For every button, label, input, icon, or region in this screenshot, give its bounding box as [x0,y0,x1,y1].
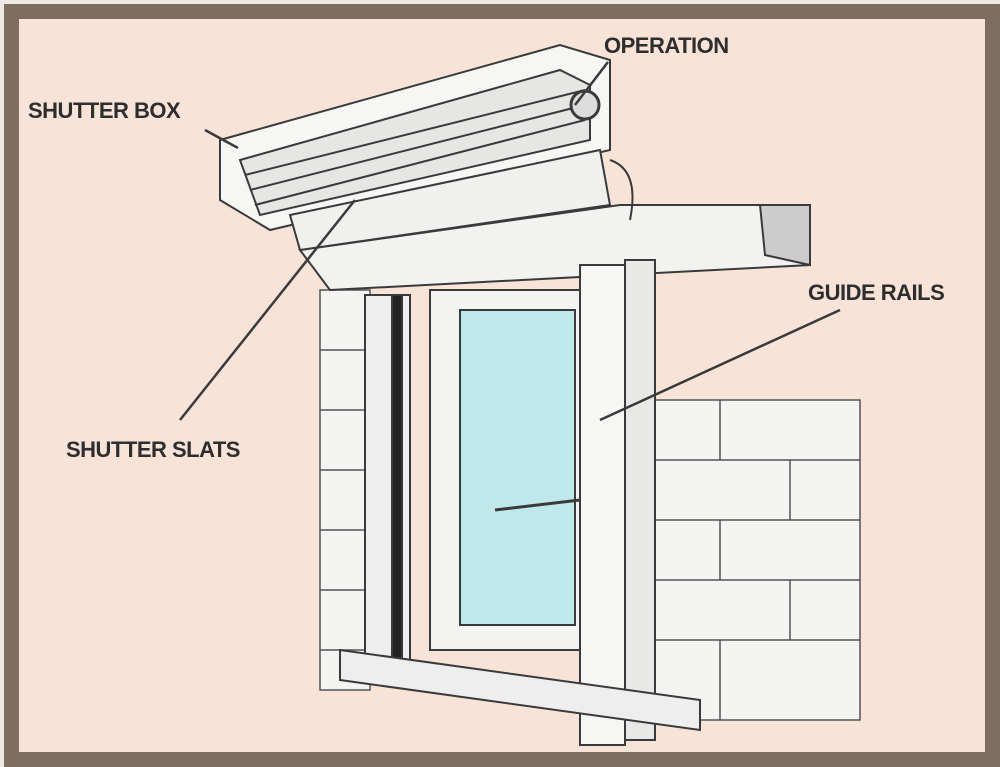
leader-lines [179,61,841,422]
label-shutter-slats: SHUTTER SLATS [66,437,240,462]
label-shutter-box: SHUTTER BOX [28,98,181,123]
brick-wall [319,289,861,721]
window-glass [459,309,576,626]
shutter-slats-panel [364,294,411,671]
label-operation: OPERATION [604,33,729,58]
guide-rail [579,264,626,746]
shutter-box [219,43,634,252]
label-guide-rails: GUIDE RAILS [808,280,945,305]
